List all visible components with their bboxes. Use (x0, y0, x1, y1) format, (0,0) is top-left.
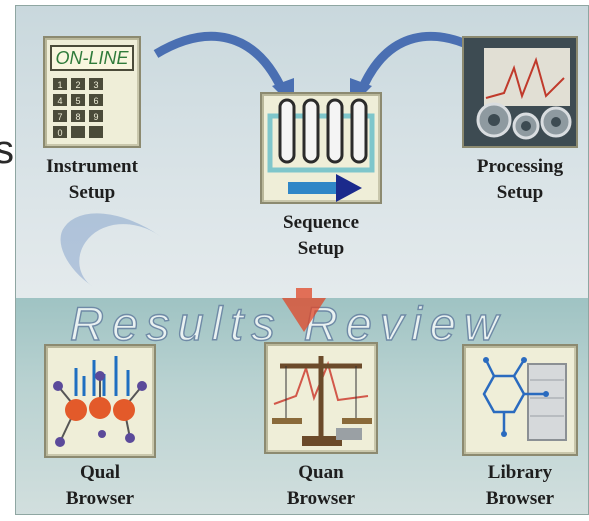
svg-text:6: 6 (93, 96, 98, 106)
quan-browser-label: Quan Browser (286, 462, 356, 509)
processing-setup-button[interactable] (462, 36, 578, 148)
quan-browser-button[interactable] (264, 342, 378, 454)
svg-text:2: 2 (75, 80, 80, 90)
down-arrow-icon (282, 288, 326, 332)
instrument-setup-button[interactable]: ON-LINE 1 2 3 4 5 6 7 8 9 0 (43, 36, 141, 148)
qual-browser-button[interactable] (44, 344, 156, 458)
svg-text:1: 1 (57, 80, 62, 90)
library-browser-button[interactable] (462, 344, 578, 456)
results-review-title: Results Review (69, 296, 506, 350)
instrument-setup-label: Instrument Setup (46, 156, 138, 203)
svg-text:3: 3 (93, 80, 98, 90)
library-browser-label: Library Browser (485, 462, 555, 509)
balance-scale-icon (272, 356, 372, 446)
sequence-setup-button[interactable] (260, 92, 382, 204)
xcalibur-home-panel: Results Review ON-LINE 1 2 3 4 5 6 7 8 9 0 (15, 5, 589, 515)
svg-text:5: 5 (75, 96, 80, 106)
test-tubes-icon (267, 98, 375, 202)
svg-text:9: 9 (93, 112, 98, 122)
keypad-icon: ON-LINE 1 2 3 4 5 6 7 8 9 0 (50, 45, 134, 138)
svg-text:4: 4 (57, 96, 62, 106)
svg-text:8: 8 (75, 112, 80, 122)
edge-text-fragment: s (0, 128, 14, 172)
molecule-spectrum-icon (53, 356, 147, 447)
qual-browser-label: Qual Browser (65, 462, 135, 509)
sequence-setup-label: Sequence Setup (283, 212, 359, 259)
molecule-book-icon (482, 357, 567, 441)
gears-chart-icon (464, 38, 576, 146)
processing-setup-label: Processing Setup (476, 156, 564, 203)
svg-text:0: 0 (57, 128, 62, 138)
svg-text:7: 7 (57, 112, 62, 122)
online-badge: ON-LINE (55, 48, 129, 68)
